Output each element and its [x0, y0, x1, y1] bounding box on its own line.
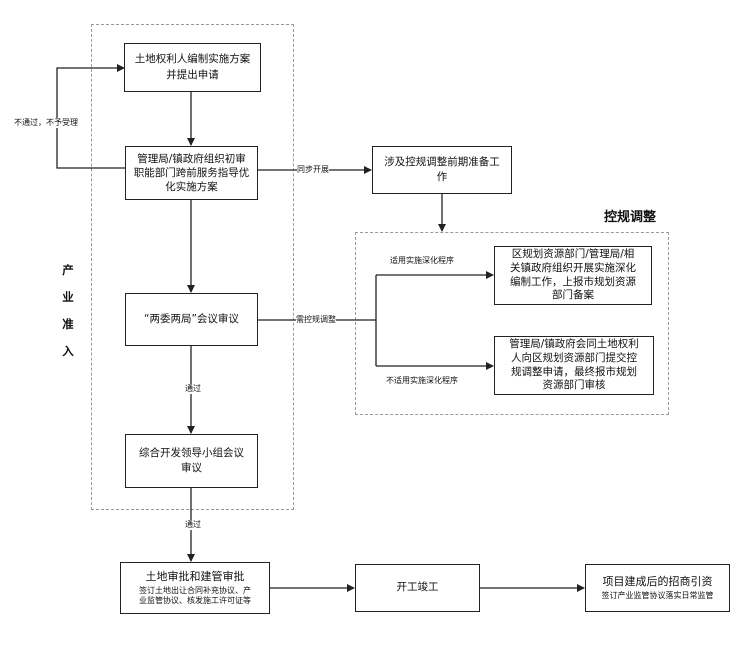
preliminary-review-box: 管理局/镇政府组织初审 职能部门跨前服务指导优 化实施方案	[125, 146, 258, 200]
industry-access-region	[91, 24, 294, 510]
submit-line: 人向区规划资源部门提交控	[511, 351, 637, 364]
submit-adjust-box: 管理局/镇政府会同土地权利 人向区规划资源部门提交控 规调整申请，最终报市规划 …	[494, 336, 654, 395]
group-line: 审议	[181, 462, 202, 474]
industry-access-title: 产 业 准 入	[58, 262, 78, 370]
review-line: 管理局/镇政府组织初审	[137, 152, 246, 165]
submit-line: 管理局/镇政府会同土地权利	[509, 338, 639, 351]
label-deepen-not-applicable: 不适用实施深化程序	[386, 376, 458, 385]
investment-title: 项目建成后的招商引资	[602, 575, 713, 589]
approval-detail-line: 业监管协议、核发施工许可证等	[139, 596, 251, 606]
label-need-adjust: 需控规调整	[296, 315, 336, 325]
label-deepen-applicable: 适用实施深化程序	[390, 256, 454, 265]
label-parallel: 同步开展	[297, 165, 329, 175]
deepen-work-box: 区规划资源部门/管理局/相 关镇政府组织开展实施深化 编制工作，上报市规划资源 …	[494, 246, 652, 305]
deepen-line: 编制工作，上报市规划资源	[510, 275, 636, 288]
group-line: 综合开发领导小组会议	[139, 446, 244, 459]
control-adjust-region	[355, 232, 669, 415]
investment-box: 项目建成后的招商引资 签订产业监管协议落实日常监管	[585, 564, 730, 612]
industry-access-char: 入	[62, 344, 74, 358]
deepen-line: 区规划资源部门/管理局/相	[511, 248, 635, 261]
construction-label: 开工竣工	[396, 581, 439, 594]
industry-access-char: 业	[62, 290, 74, 304]
two-committees-box: “两委两局”会议审议	[125, 293, 258, 346]
label-passed: 通过	[185, 384, 201, 394]
label-passed: 通过	[185, 520, 201, 530]
leading-group-box: 综合开发领导小组会议 审议	[125, 434, 258, 488]
prep-line: 作	[436, 171, 448, 183]
construction-box: 开工竣工	[355, 564, 480, 612]
apply-line: 并提出申请	[166, 68, 219, 81]
submit-line: 规调整申请，最终报市规划	[511, 365, 637, 378]
industry-access-char: 准	[62, 317, 74, 331]
review-line: 化实施方案	[165, 181, 218, 194]
deepen-line: 关镇政府组织开展实施深化	[510, 261, 636, 274]
committees-label: “两委两局”会议审议	[144, 312, 239, 325]
investment-detail: 签订产业监管协议落实日常监管	[601, 591, 714, 601]
industry-access-char: 产	[62, 263, 74, 277]
apply-box: 土地权利人编制实施方案 并提出申请	[124, 43, 261, 92]
approval-detail-line: 签订土地出让合同补充协议、产	[139, 585, 251, 595]
submit-line: 资源部门审核	[542, 379, 606, 392]
approval-title: 土地审批和建管审批	[145, 569, 245, 583]
label-rejected: 不通过，不予受理	[14, 118, 78, 128]
approval-detail: 签订土地出让合同补充协议、产 业监管协议、核发施工许可证等	[139, 586, 251, 608]
apply-line: 土地权利人编制实施方案	[134, 53, 251, 66]
control-adjust-title: 控规调整	[604, 210, 657, 225]
prep-line: 涉及控规调整前期准备工	[384, 155, 500, 168]
land-approval-box: 土地审批和建管审批 签订土地出让合同补充协议、产 业监管协议、核发施工许可证等	[120, 562, 270, 614]
review-line: 职能部门跨前服务指导优	[133, 166, 250, 179]
prep-work-box: 涉及控规调整前期准备工 作	[372, 146, 512, 194]
deepen-line: 部门备案	[552, 289, 594, 302]
